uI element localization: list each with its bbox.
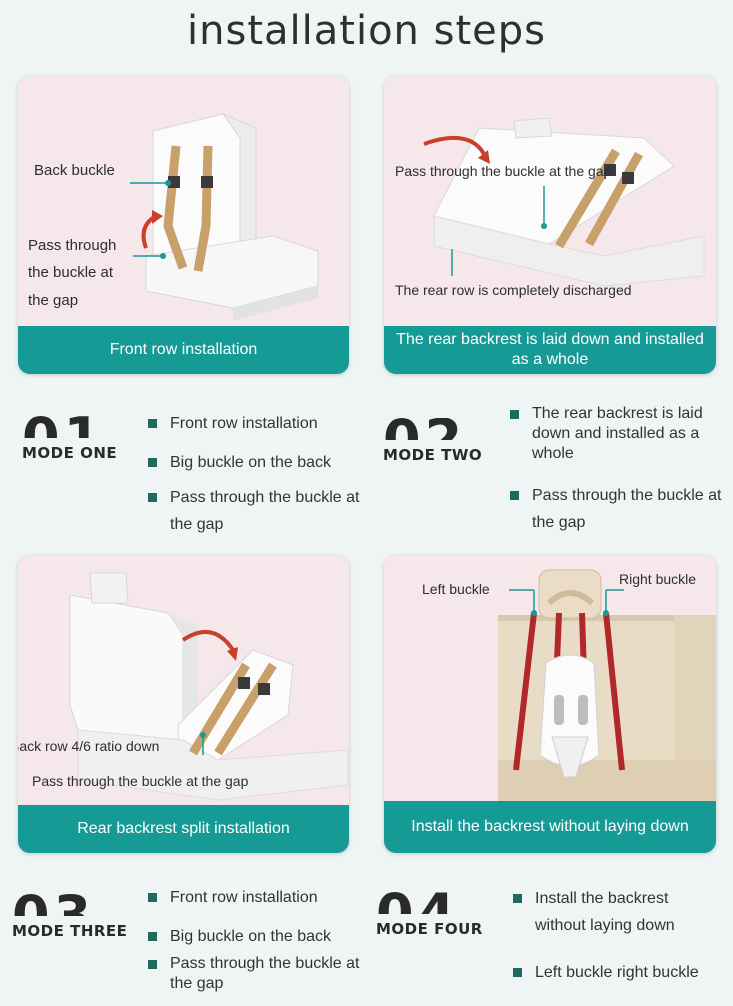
bullet-square-icon — [510, 491, 519, 500]
callout-pass-through: Pass through the buckle at the gap — [32, 773, 249, 789]
callout-rear-discharged: The rear row is completely discharged — [395, 282, 632, 298]
bullet-item: The rear backrest is laid down and insta… — [510, 404, 730, 464]
callout-left-buckle: Left buckle — [422, 581, 490, 597]
bullet-item: Big buckle on the back — [148, 449, 373, 476]
bullet-square-icon — [148, 493, 157, 502]
card-banner: Rear backrest split installation — [18, 805, 349, 853]
bullet-item: Pass through the buckle at the gap — [510, 482, 730, 536]
card-backrest-upright: Left buckle Right buckle Install the bac… — [384, 555, 716, 853]
mode-number: 01 — [22, 416, 105, 438]
mode-two-bullets: The rear backrest is laid down and insta… — [510, 404, 730, 548]
rear-seat-laid-illustration — [423, 117, 705, 287]
callout-pass-through-1: Pass through — [28, 237, 117, 254]
callout-pass-through-3: the gap — [28, 292, 79, 309]
bullet-square-icon — [148, 932, 157, 941]
bullet-square-icon — [148, 419, 157, 428]
mode-label: MODE THREE — [12, 922, 128, 940]
callout-right-buckle: Right buckle — [619, 571, 697, 587]
bullet-item: Front row installation — [148, 410, 373, 437]
bullet-square-icon — [148, 960, 157, 969]
bullet-square-icon — [148, 893, 157, 902]
upright-seat-illustration — [498, 569, 716, 805]
bullet-item: Front row installation — [148, 884, 373, 911]
bullet-item: Install the backrest without laying down — [513, 885, 713, 939]
bullet-item: Pass through the buckle at the gap — [148, 954, 373, 994]
mode-number: 03 — [12, 894, 95, 916]
mode-label: MODE ONE — [22, 444, 118, 462]
page-title: installation steps — [187, 8, 546, 54]
mode-number: 02 — [383, 418, 466, 440]
card-banner: The rear backrest is laid down and insta… — [384, 326, 716, 374]
card-banner: Front row installation — [18, 326, 349, 374]
callout-back-row-ratio: Back row 4/6 ratio down — [18, 738, 160, 754]
card-rear-laid-down: Pass through the buckle at the gap The r… — [384, 76, 716, 374]
bullet-square-icon — [148, 458, 157, 467]
mode-label: MODE TWO — [383, 446, 483, 464]
bullet-square-icon — [510, 410, 519, 419]
bullet-item: Big buckle on the back — [148, 923, 373, 950]
mode-one-bullets: Front row installation Big buckle on the… — [148, 410, 373, 550]
callout-pass-through: Pass through the buckle at the gap — [395, 163, 612, 179]
bullet-item: Left buckle right buckle — [513, 959, 713, 986]
bullet-square-icon — [513, 968, 522, 977]
card-rear-split: Back row 4/6 ratio down Pass through the… — [18, 555, 349, 853]
card-banner: Install the backrest without laying down — [384, 801, 716, 853]
callout-back-buckle: Back buckle — [34, 162, 115, 179]
front-seat-illustration — [130, 112, 319, 321]
mode-three-bullets: Front row installation Big buckle on the… — [148, 884, 373, 1006]
rear-split-illustration — [69, 572, 349, 801]
mode-four-bullets: Install the backrest without laying down… — [513, 885, 713, 998]
card-front-row: Back buckle Pass through the buckle at t… — [18, 76, 349, 374]
mode-number: 04 — [376, 892, 459, 914]
bullet-square-icon — [513, 894, 522, 903]
bullet-item: Pass through the buckle at the gap — [148, 484, 373, 538]
mode-label: MODE FOUR — [376, 920, 483, 938]
callout-pass-through-2: the buckle at — [28, 264, 114, 281]
